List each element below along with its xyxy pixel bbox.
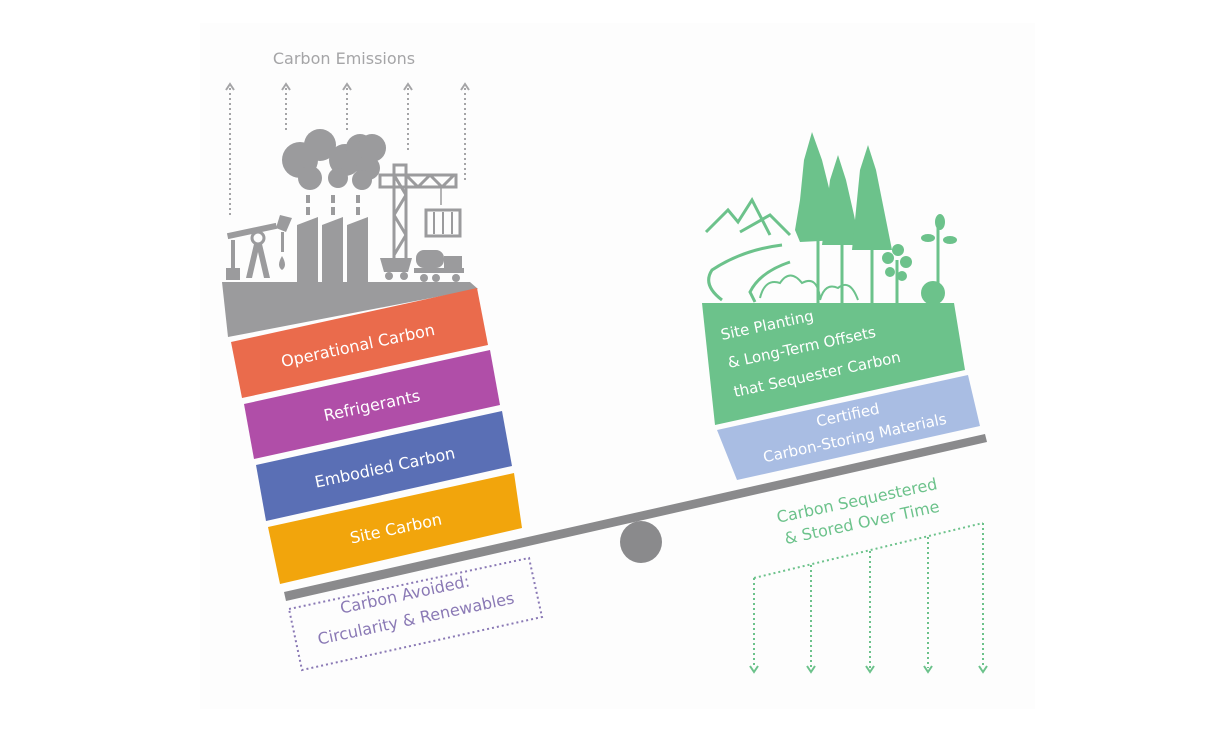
layer-operational-carbon: Operational Carbon xyxy=(231,288,488,398)
carbon-emissions-title: Carbon Emissions xyxy=(273,49,415,68)
balance-beam xyxy=(284,434,987,601)
arrow-up-icon xyxy=(281,82,291,133)
arrow-up-icon xyxy=(225,82,235,215)
carbon-avoided-box: Carbon Avoided: Circularity & Renewables xyxy=(287,556,544,672)
layer-site-carbon: Site Carbon xyxy=(268,473,522,584)
sequester-arrows xyxy=(749,522,988,674)
arrow-down-icon xyxy=(923,537,933,674)
arrow-up-icon xyxy=(342,82,352,130)
emissions-stack: Operational Carbon Refrigerants Embodied… xyxy=(231,288,522,584)
layer-carbon-storing-materials: Certified Carbon-Storing Materials xyxy=(717,375,980,480)
emission-arrows xyxy=(225,82,470,215)
emissions-base xyxy=(222,282,478,337)
arrow-down-icon xyxy=(749,578,759,674)
layer-refrigerants: Refrigerants xyxy=(244,350,500,459)
fulcrum-icon xyxy=(620,521,662,563)
arrow-down-icon xyxy=(978,523,988,674)
sequestration-stack: Site Planting & Long-Term Offsets that S… xyxy=(702,303,980,480)
forest-icon xyxy=(704,132,957,305)
factory-icon xyxy=(226,129,464,282)
arrow-down-icon xyxy=(806,565,816,674)
arrow-up-icon xyxy=(460,82,470,182)
layer-embodied-carbon: Embodied Carbon xyxy=(256,411,512,521)
arrow-down-icon xyxy=(865,551,875,674)
arrow-up-icon xyxy=(403,82,413,150)
